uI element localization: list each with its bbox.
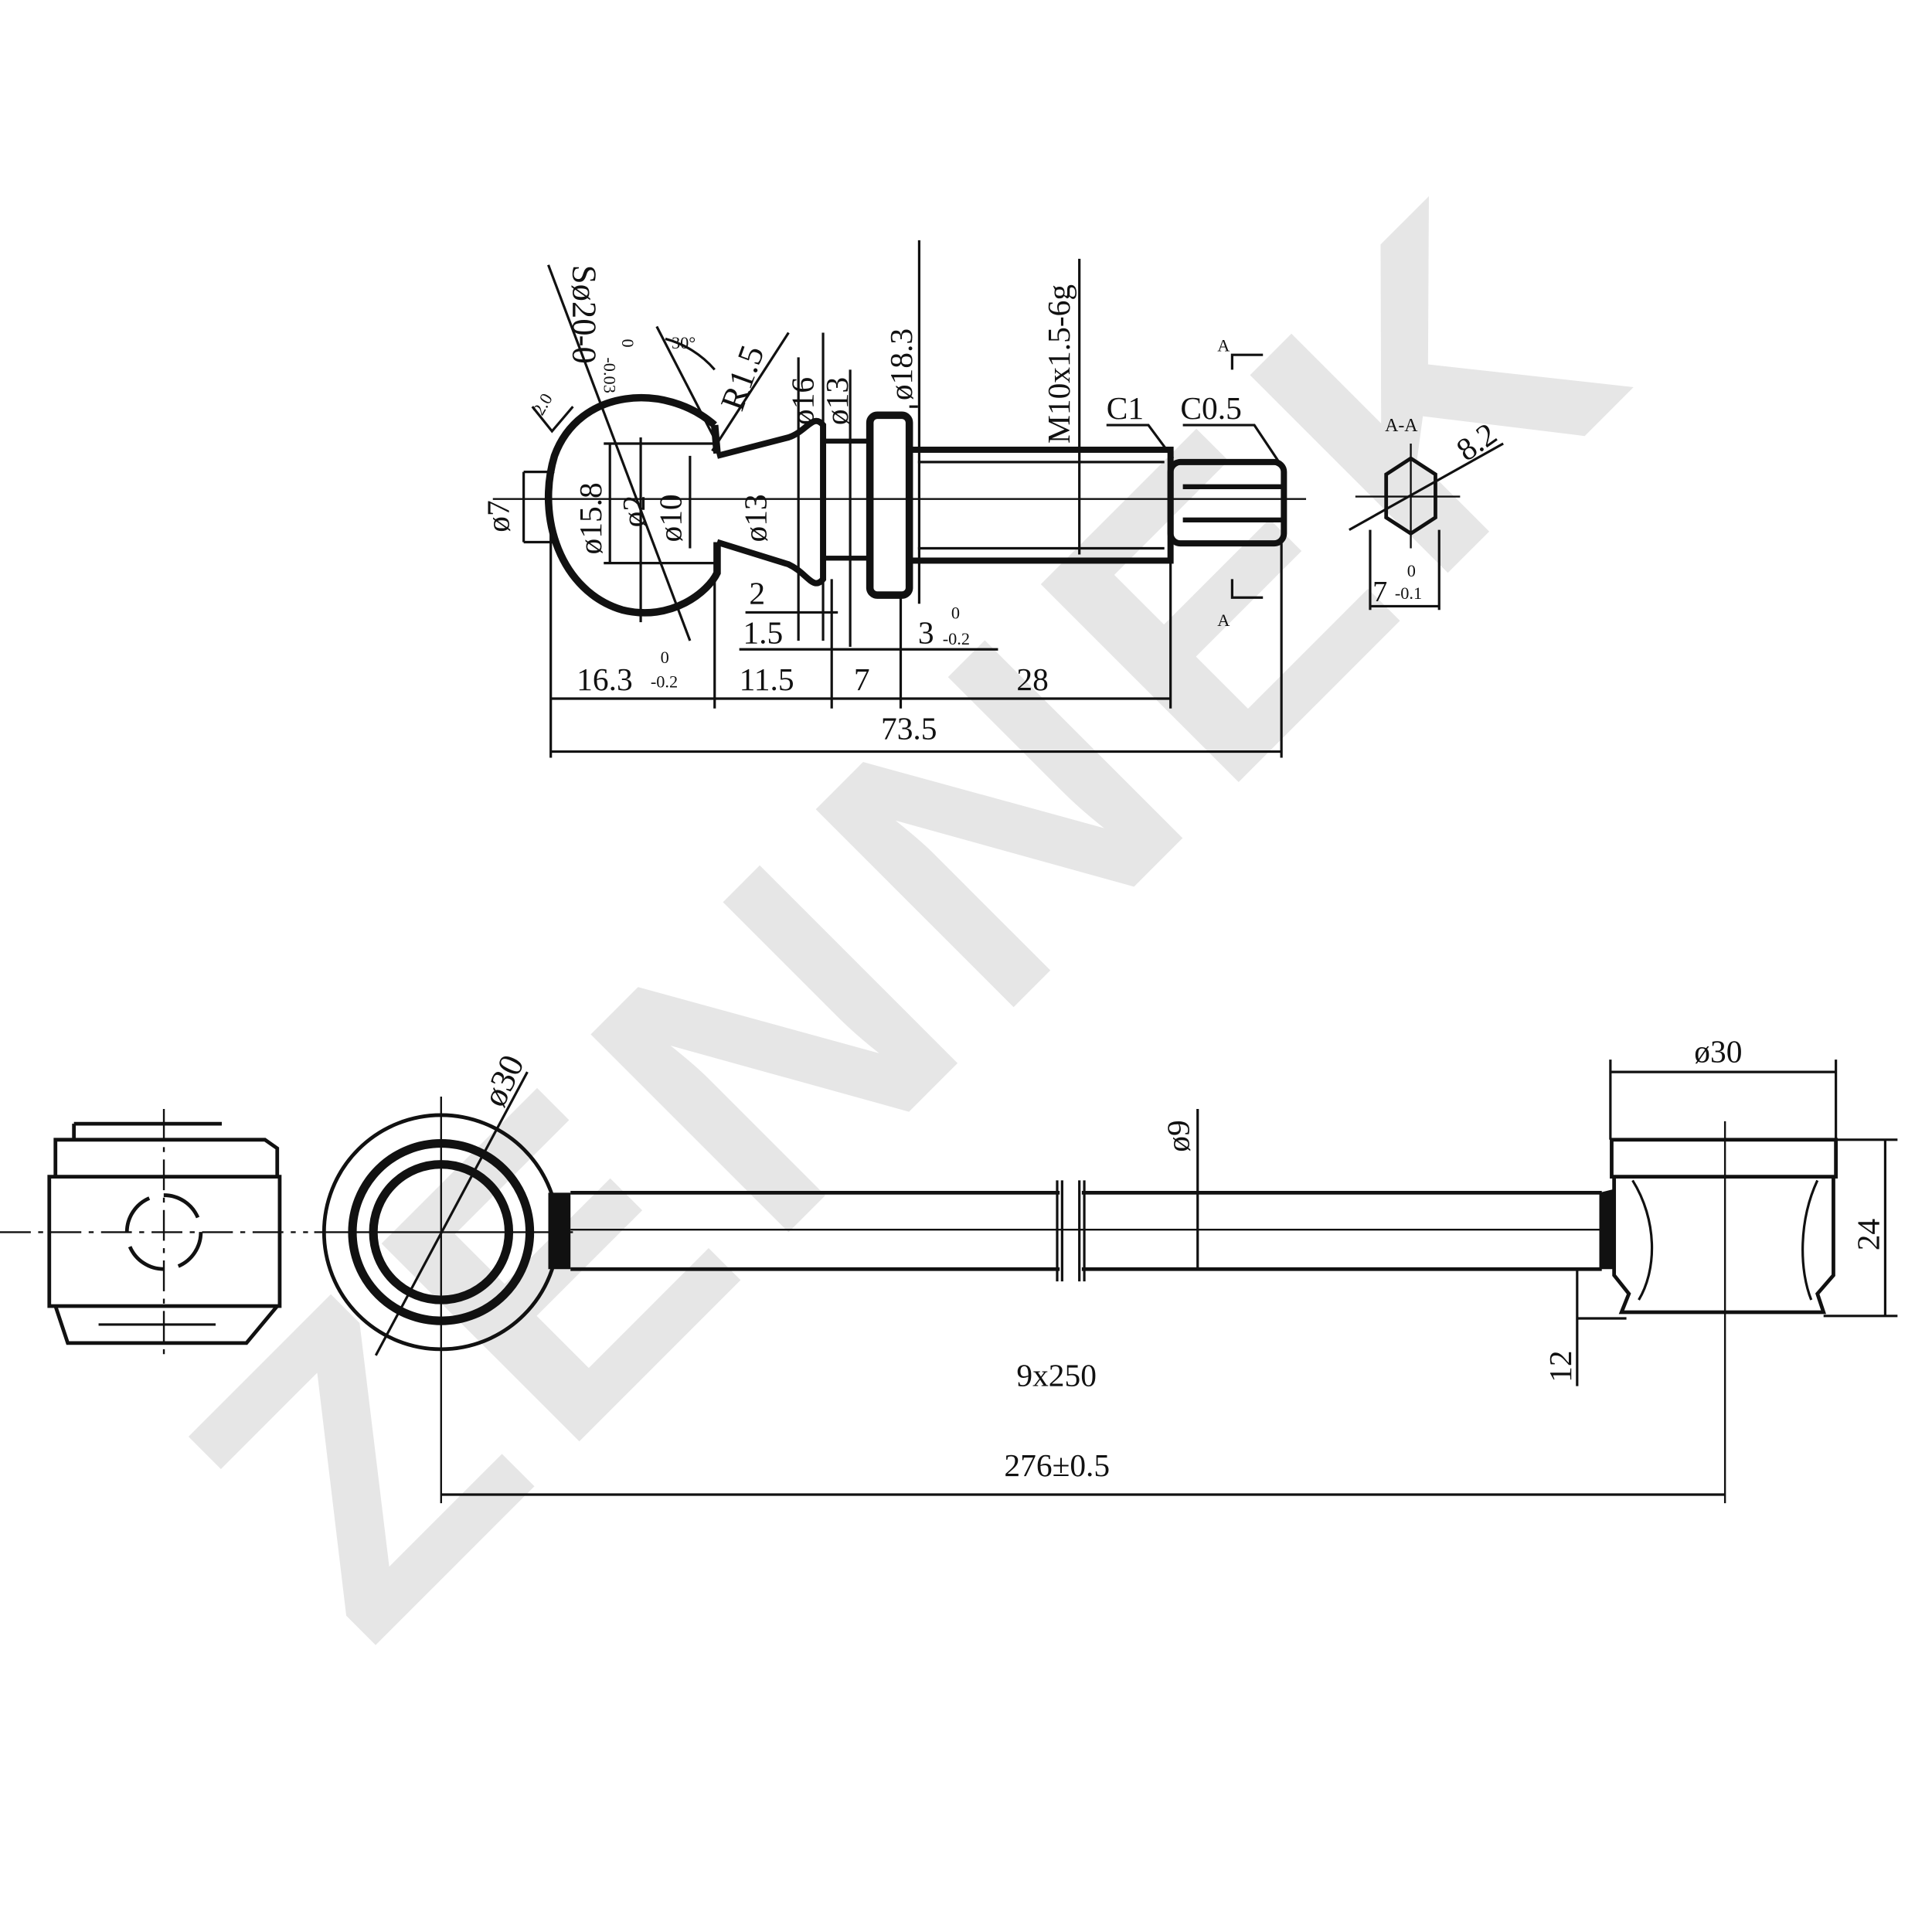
svg-text:0: 0 xyxy=(618,338,638,347)
svg-text:-0.2: -0.2 xyxy=(651,672,678,692)
ball-stud-view: Sø20 -0 0 -0.03 30° R1.5 2.0 ø7 ø15.8 ø2… xyxy=(480,240,1307,758)
svg-text:2.0: 2.0 xyxy=(529,390,556,419)
svg-text:R1.5: R1.5 xyxy=(713,340,771,415)
svg-text:C0.5: C0.5 xyxy=(1180,390,1241,426)
svg-text:ø13: ø13 xyxy=(738,494,774,542)
svg-text:ø10: ø10 xyxy=(653,494,689,542)
svg-text:ø13: ø13 xyxy=(819,377,855,425)
svg-text:12: 12 xyxy=(1543,1350,1578,1382)
svg-text:ø7: ø7 xyxy=(480,500,515,532)
svg-text:2: 2 xyxy=(749,575,765,611)
svg-text:-0: -0 xyxy=(565,335,604,364)
svg-text:A-A: A-A xyxy=(1385,416,1418,436)
svg-text:16.3: 16.3 xyxy=(577,662,633,697)
svg-text:73.5: 73.5 xyxy=(881,711,937,747)
svg-text:0: 0 xyxy=(661,648,669,667)
svg-text:0: 0 xyxy=(1407,561,1416,580)
svg-text:7: 7 xyxy=(854,662,870,697)
svg-text:-0.03: -0.03 xyxy=(600,357,619,393)
svg-text:1.5: 1.5 xyxy=(743,614,783,650)
svg-text:9x250: 9x250 xyxy=(1016,1358,1097,1393)
svg-text:28: 28 xyxy=(1016,662,1048,697)
svg-text:ø9: ø9 xyxy=(1161,1120,1196,1151)
svg-text:Sø20: Sø20 xyxy=(565,265,604,336)
svg-text:-0.2: -0.2 xyxy=(943,629,970,648)
svg-text:ø30: ø30 xyxy=(1694,1033,1742,1069)
svg-text:-0.1: -0.1 xyxy=(1395,583,1422,603)
svg-text:11.5: 11.5 xyxy=(740,662,794,697)
svg-text:M10x1.5-6g: M10x1.5-6g xyxy=(1041,284,1077,444)
svg-text:24: 24 xyxy=(1850,1219,1886,1251)
svg-text:A: A xyxy=(1217,335,1230,355)
svg-text:ø18.3: ø18.3 xyxy=(883,328,919,400)
svg-text:30°: 30° xyxy=(672,333,696,352)
svg-text:ø15.8: ø15.8 xyxy=(573,482,608,554)
svg-text:C1: C1 xyxy=(1107,390,1144,426)
link-side-view xyxy=(0,1108,308,1355)
svg-text:0: 0 xyxy=(951,603,960,622)
svg-text:ø16: ø16 xyxy=(784,377,820,425)
svg-text:3: 3 xyxy=(918,614,934,650)
svg-text:7: 7 xyxy=(1372,576,1387,608)
svg-text:A: A xyxy=(1217,611,1230,630)
svg-text:ø2: ø2 xyxy=(616,495,651,527)
svg-text:276±0.5: 276±0.5 xyxy=(1004,1447,1110,1483)
